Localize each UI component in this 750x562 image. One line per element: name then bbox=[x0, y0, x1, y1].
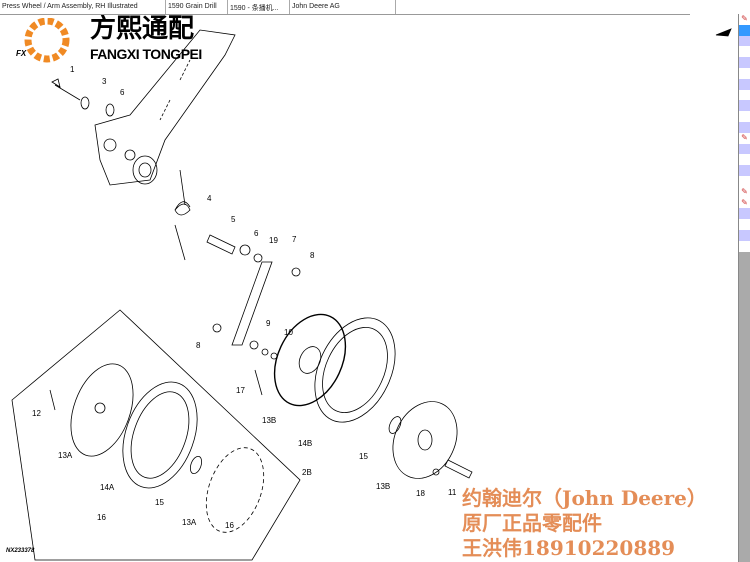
wheel-half-13B bbox=[273, 313, 347, 407]
part-row[interactable] bbox=[739, 35, 750, 47]
parts-diagram: 1 3 6 4 5 6 19 7 8 9 10 8 17 13B 14B 15 … bbox=[11, 28, 732, 561]
part-row[interactable] bbox=[739, 165, 750, 176]
callout-7[interactable]: 7 bbox=[292, 235, 297, 244]
logo-cn: 方熙通配 bbox=[90, 14, 195, 44]
callout-10[interactable]: 10 bbox=[284, 328, 293, 337]
part-row-flagged[interactable]: ✎ bbox=[739, 14, 750, 25]
tire-14B bbox=[314, 317, 396, 423]
logo-en: FANGXI TONGPEI bbox=[90, 46, 202, 62]
watermark-line-3: 王洪伟18910220889 bbox=[462, 536, 676, 560]
callout-13A[interactable]: 13A bbox=[58, 451, 73, 460]
part-row[interactable] bbox=[739, 143, 750, 155]
callout-13A-b[interactable]: 13A bbox=[182, 518, 197, 527]
flag-icon: ✎ bbox=[741, 132, 748, 142]
callout-12[interactable]: 12 bbox=[32, 409, 41, 418]
bearing bbox=[132, 155, 158, 185]
callout-3[interactable]: 3 bbox=[102, 77, 107, 86]
bolt-1 bbox=[51, 78, 81, 101]
part-row[interactable] bbox=[739, 24, 750, 36]
spring bbox=[174, 169, 191, 261]
callout-13B[interactable]: 13B bbox=[262, 416, 276, 425]
watermark-line-2: 原厂正品零配件 bbox=[462, 511, 602, 535]
arm-7 bbox=[231, 261, 273, 346]
tab-title[interactable]: Press Wheel / Arm Assembly, RH Illustrat… bbox=[0, 0, 166, 14]
figure-id: NX233378 bbox=[6, 548, 35, 554]
callout-5[interactable]: 5 bbox=[231, 215, 236, 224]
part-row[interactable] bbox=[739, 57, 750, 68]
callout-6[interactable]: 6 bbox=[120, 88, 125, 97]
watermark-line-1: 约翰迪尔（John Deere） bbox=[462, 486, 707, 510]
callout-16b[interactable]: 16 bbox=[97, 513, 106, 522]
callout-13B-b[interactable]: 13B bbox=[376, 482, 390, 491]
callout-19[interactable]: 19 bbox=[269, 236, 278, 245]
part-row[interactable] bbox=[739, 46, 750, 58]
part-row[interactable] bbox=[739, 121, 750, 133]
callout-14A[interactable]: 14A bbox=[100, 483, 115, 492]
tab-manufacturer[interactable]: John Deere AG bbox=[290, 0, 396, 14]
part-row[interactable] bbox=[739, 229, 750, 241]
part-row[interactable] bbox=[739, 208, 750, 220]
wheel-half-13B-outer bbox=[392, 401, 458, 479]
part-row[interactable] bbox=[739, 240, 750, 252]
gear-logo-icon: FX bbox=[16, 17, 70, 63]
bolt-11 bbox=[444, 459, 473, 479]
part-row[interactable] bbox=[739, 89, 750, 101]
callout-2B[interactable]: 2B bbox=[302, 468, 312, 477]
callout-17[interactable]: 17 bbox=[236, 386, 245, 395]
part-row-flagged[interactable]: ✎ bbox=[739, 132, 750, 144]
flag-icon: ✎ bbox=[741, 197, 748, 207]
callout-18[interactable]: 18 bbox=[416, 489, 425, 498]
callout-11[interactable]: 11 bbox=[448, 488, 457, 497]
callout-16[interactable]: 16 bbox=[225, 521, 234, 530]
part-row[interactable] bbox=[739, 67, 750, 79]
callout-6b[interactable]: 6 bbox=[254, 229, 259, 238]
part-row[interactable] bbox=[739, 219, 750, 230]
tire-14A bbox=[122, 381, 198, 489]
callout-8[interactable]: 8 bbox=[310, 251, 315, 260]
callout-15[interactable]: 15 bbox=[359, 452, 368, 461]
callout-9[interactable]: 9 bbox=[266, 319, 271, 328]
north-arrow-icon bbox=[715, 28, 732, 37]
tab-bar: Press Wheel / Arm Assembly, RH Illustrat… bbox=[0, 0, 690, 15]
flag-icon: ✎ bbox=[741, 14, 748, 23]
bearing-15 bbox=[388, 416, 402, 434]
parts-list-panel[interactable]: ✎✎✎✎ bbox=[738, 14, 750, 562]
callout-4[interactable]: 4 bbox=[207, 194, 212, 203]
tab-model[interactable]: 1590 Grain Drill bbox=[166, 0, 228, 14]
callout-8b[interactable]: 8 bbox=[196, 341, 201, 350]
flag-icon: ✎ bbox=[741, 186, 748, 196]
part-row[interactable] bbox=[739, 78, 750, 90]
part-row-flagged[interactable]: ✎ bbox=[739, 197, 750, 209]
disc-13A-outer bbox=[205, 447, 265, 533]
bushing-5 bbox=[206, 234, 236, 255]
part-row[interactable] bbox=[739, 111, 750, 122]
disc-13A bbox=[70, 363, 134, 457]
assembly-2B-box bbox=[11, 309, 301, 561]
tab-model-cn[interactable]: 1590 - 条播机... bbox=[228, 0, 290, 14]
part-row[interactable] bbox=[739, 175, 750, 187]
callout-1[interactable]: 1 bbox=[70, 65, 75, 74]
part-row[interactable] bbox=[739, 100, 750, 112]
fangxi-logo: FX 方熙通配 FANGXI TONGPEI bbox=[10, 14, 202, 68]
callouts: 1 3 6 4 5 6 19 7 8 9 10 8 17 13B 14B 15 … bbox=[32, 65, 457, 530]
callout-15b[interactable]: 15 bbox=[155, 498, 164, 507]
part-row[interactable] bbox=[739, 154, 750, 166]
part-row-flagged[interactable]: ✎ bbox=[739, 186, 750, 198]
svg-text:FX: FX bbox=[16, 49, 27, 58]
callout-14B[interactable]: 14B bbox=[298, 439, 312, 448]
arm-assembly bbox=[94, 29, 236, 186]
